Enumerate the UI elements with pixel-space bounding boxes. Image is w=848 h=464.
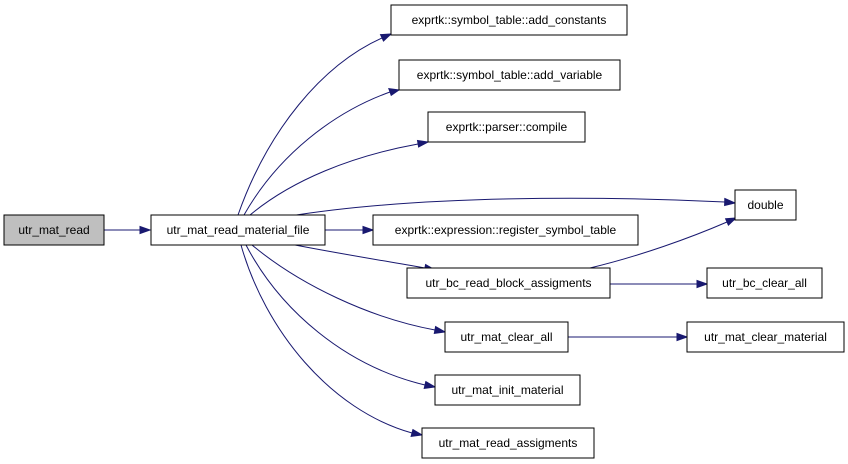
edge-material-file-to-double — [289, 197, 737, 217]
edge-material-file-to-init-material — [245, 244, 437, 389]
node-label: exprtk::symbol_table::add_variable — [417, 68, 603, 82]
node-label: utr_mat_clear_material — [704, 330, 827, 344]
node-utr-mat-read[interactable]: utr_mat_read — [3, 214, 105, 246]
edge-material-file-to-register-symbol-table — [325, 225, 375, 235]
node-label: utr_mat_clear_all — [460, 330, 552, 344]
node-label: utr_mat_read — [18, 223, 89, 237]
edge-material-file-to-read-assigments — [240, 244, 424, 437]
nodes: utr_mat_read utr_mat_read_material_file … — [3, 4, 845, 459]
node-label: utr_bc_read_block_assigments — [425, 276, 591, 290]
node-label: exprtk::expression::register_symbol_tabl… — [395, 223, 617, 237]
node-compile[interactable]: exprtk::parser::compile — [427, 111, 586, 143]
node-utr-bc-clear-all[interactable]: utr_bc_clear_all — [706, 267, 823, 299]
node-utr-mat-clear-material[interactable]: utr_mat_clear_material — [686, 321, 845, 353]
node-label: utr_bc_clear_all — [722, 276, 807, 290]
edge-bc-read-block-to-bc-clear-all — [610, 279, 709, 289]
node-utr-mat-read-assigments[interactable]: utr_mat_read_assigments — [421, 427, 595, 459]
edge-material-file-to-add-constants — [237, 33, 393, 216]
edge-material-file-to-mat-clear-all — [251, 244, 447, 334]
node-label: exprtk::symbol_table::add_constants — [412, 13, 607, 27]
node-label: utr_mat_read_assigments — [439, 436, 578, 450]
edge-mat-clear-all-to-clear-material — [568, 332, 689, 342]
node-utr-mat-read-material-file[interactable]: utr_mat_read_material_file — [150, 214, 326, 246]
node-label: exprtk::parser::compile — [446, 120, 568, 134]
node-utr-bc-read-block-assigments[interactable]: utr_bc_read_block_assigments — [406, 267, 611, 299]
node-add-constants[interactable]: exprtk::symbol_table::add_constants — [390, 4, 628, 36]
node-register-symbol-table[interactable]: exprtk::expression::register_symbol_tabl… — [372, 214, 639, 246]
edge-material-file-to-add-variable — [243, 87, 401, 216]
edge-read-to-material-file — [104, 225, 152, 235]
edge-bc-read-block-to-double — [589, 217, 738, 269]
node-label: double — [747, 198, 783, 212]
edge-material-file-to-compile — [249, 139, 430, 216]
node-utr-mat-clear-all[interactable]: utr_mat_clear_all — [444, 321, 569, 353]
edge-material-file-to-bc-read-block — [289, 243, 437, 272]
node-add-variable[interactable]: exprtk::symbol_table::add_variable — [398, 59, 621, 91]
node-utr-mat-init-material[interactable]: utr_mat_init_material — [434, 374, 581, 406]
node-double[interactable]: double — [734, 189, 797, 221]
node-label: utr_mat_read_material_file — [167, 223, 310, 237]
edges — [104, 33, 738, 437]
node-label: utr_mat_init_material — [451, 383, 563, 397]
